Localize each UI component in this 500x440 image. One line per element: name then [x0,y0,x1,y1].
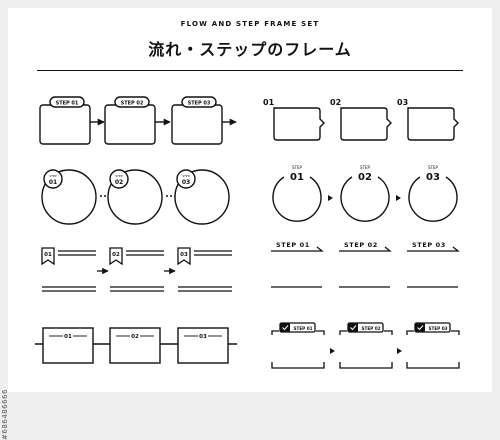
arc-number: 02 [358,172,372,183]
tab-frame-2: STEP 02 [104,96,171,145]
arc-circle-3: STEP 03 [408,165,458,222]
arc-number: 03 [426,172,440,183]
timeline-box-1: 01 [42,327,94,364]
check-box [415,323,425,332]
notch-frame-set: 01 02 03 [263,98,459,141]
bookmark-step-3: 03 [177,247,232,266]
badge-number: 03 [182,179,190,186]
bookmark-icon [109,247,123,266]
badge-word: STEP [182,174,190,178]
notch-frame-3: 03 [397,98,459,141]
bookmark-number: 02 [112,252,120,258]
underline-label: STEP 01 [276,241,310,249]
arc-step-word: STEP [360,165,371,170]
check-icon [282,325,289,331]
page: FLOW AND STEP FRAME SET 流れ・ステップのフレーム #68… [1,8,492,440]
notch-frame-1: 01 [263,98,325,141]
bookmark-step-2: 02 [109,247,176,275]
check-icon [350,325,357,331]
tab-frame-1: STEP 01 [39,96,105,145]
notch-frame-number: 01 [263,98,275,107]
check-step-3: STEP 03 [406,322,460,369]
check-bracket-set: STEP 01 STEP 02 STEP 03 [271,322,460,369]
badge-circle-2: STEP 02 [107,169,163,225]
check-label: STEP 03 [428,326,447,331]
underline-arrow-set: STEP 01 STEP 02 STEP 03 [271,241,460,288]
subtitle: FLOW AND STEP FRAME SET [180,20,320,28]
badge-number: 01 [49,179,57,186]
arrow-head [328,195,333,201]
bookmark-icon [177,247,191,266]
bookmark-number: 01 [44,252,52,258]
underline-step-2: STEP 02 [339,241,392,288]
frames-artwork: STEP 01 STEP 02 STEP 03 01 [35,96,460,369]
notch-frame-number: 02 [330,98,341,107]
page-title: 流れ・ステップのフレーム [148,40,352,59]
tab-frame-label: STEP 01 [56,101,79,107]
check-label: STEP 01 [293,326,312,331]
bookmark-line-set: 01 02 03 [41,247,232,292]
check-step-2: STEP 02 [339,322,393,369]
bookmark-number: 03 [180,252,188,258]
check-label: STEP 02 [361,326,380,331]
arrow-head [396,195,401,201]
underline-step-1: STEP 01 [271,241,324,288]
underline-label: STEP 03 [412,241,446,249]
timeline-box-set: 01 02 03 [35,327,237,364]
notch-frame-2: 02 [330,98,392,141]
bookmark-step-1: 01 [41,247,109,275]
tab-frame-label: STEP 02 [121,101,144,107]
bookmark-icon [41,247,55,266]
tab-frame-set: STEP 01 STEP 02 STEP 03 [39,96,237,145]
badge-word: STEP [49,174,57,178]
check-box [348,323,358,332]
underline-step-3: STEP 03 [407,241,460,288]
arc-step-word: STEP [428,165,439,170]
notch-frame-number: 03 [397,98,408,107]
arrow-head [397,348,402,354]
arc-number: 01 [290,172,304,183]
timeline-number: 02 [131,334,139,340]
check-step-1: STEP 01 [271,322,325,369]
tab-frame-label: STEP 03 [188,101,211,107]
timeline-number: 01 [64,334,72,340]
underline-label: STEP 02 [344,241,378,249]
badge-circle-3: STEP 03 [174,169,230,225]
arc-circle-set: STEP 01 STEP 02 STEP 03 [272,165,458,222]
badge-circle-1: STEP 01 [41,169,97,225]
badge-circle-set: STEP 01 STEP 02 STEP 03 [41,169,230,225]
check-box [280,323,290,332]
arc-step-word: STEP [292,165,303,170]
timeline-box-3: 03 [177,327,229,364]
badge-number: 02 [115,179,123,186]
check-icon [417,325,424,331]
tab-frame-3: STEP 03 [171,96,237,145]
double-rules [42,286,232,292]
arc-circle-2: STEP 02 [340,165,390,222]
timeline-number: 03 [199,334,207,340]
timeline-box-2: 02 [109,327,161,364]
title-rule [37,70,463,71]
badge-word: STEP [115,174,123,178]
arc-circle-1: STEP 01 [272,165,322,222]
arrow-head [330,348,335,354]
